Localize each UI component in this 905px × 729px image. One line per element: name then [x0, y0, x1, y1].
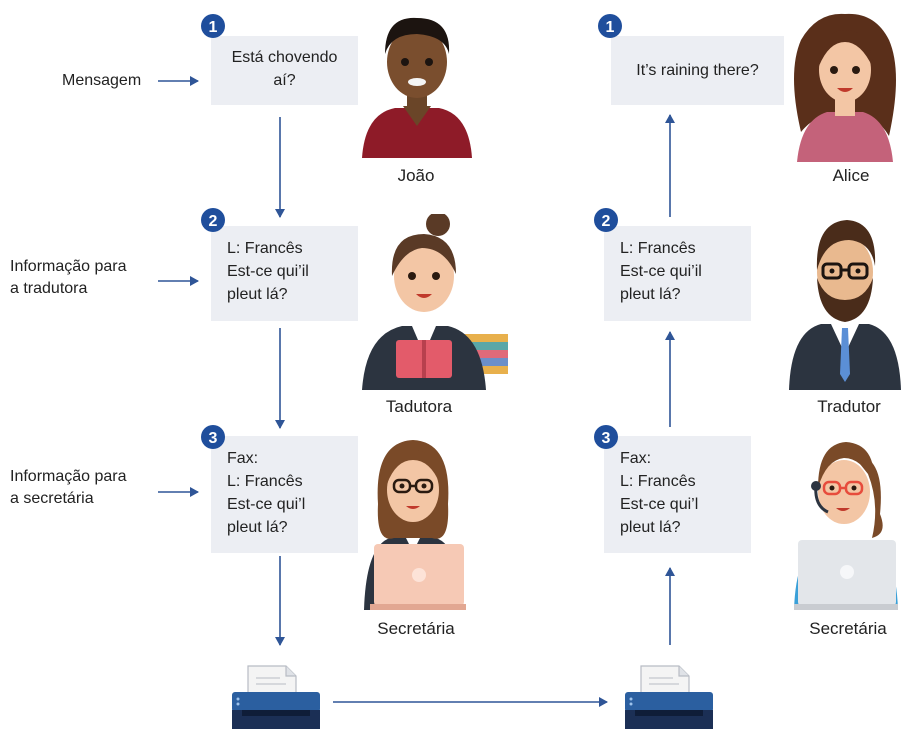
svg-text:2: 2 [602, 213, 611, 230]
step-badge-left-2: 2 [200, 207, 226, 233]
right-step2-box: L: Francês Est-ce qui’il pleut lá? [604, 226, 751, 321]
svg-text:2: 2 [209, 213, 218, 230]
label-info-secretary-line2: a secretária [10, 490, 94, 507]
caption-tradutor: Tradutor [817, 397, 881, 416]
step-badge-right-1: 1 [597, 13, 623, 39]
step-badge-right-2: 2 [593, 207, 619, 233]
label-info-secretary: Informação para a secretária [10, 466, 127, 510]
right-step3-line3: Est-ce qui’l [620, 496, 699, 513]
right-step3-box: Fax: L: Francês Est-ce qui’l pleut lá? [604, 436, 751, 553]
secretary-headset-avatar [794, 442, 898, 610]
right-step1-line1: It’s raining there? [636, 62, 759, 79]
left-step2-line2: Est-ce qui’il [227, 263, 309, 280]
left-step1-box: Está chovendo aí? [211, 36, 358, 105]
caption-tradutora: Tadutora [385, 397, 453, 416]
label-message: Mensagem [62, 70, 141, 92]
secretary-woman-avatar [364, 440, 466, 610]
caption-secretaria-right: Secretária [809, 619, 887, 638]
joao-avatar [362, 17, 472, 158]
label-info-translator-line1: Informação para [10, 258, 127, 275]
left-step3-line3: Est-ce qui’l [227, 496, 306, 513]
left-step2-box: L: Francês Est-ce qui’il pleut lá? [211, 226, 358, 321]
step-badge-left-3: 3 [200, 424, 226, 450]
right-step2-line2: Est-ce qui’il [620, 263, 702, 280]
right-step2-line3: pleut lá? [620, 286, 681, 303]
left-step2-line3: pleut lá? [227, 286, 288, 303]
right-step1-box: It’s raining there? [611, 36, 784, 105]
svg-text:1: 1 [606, 19, 615, 36]
right-step3-line4: pleut lá? [620, 519, 681, 536]
caption-alice: Alice [832, 166, 870, 185]
left-step3-box: Fax: L: Francês Est-ce qui’l pleut lá? [211, 436, 358, 553]
caption-secretaria-left: Secretária [377, 619, 455, 638]
left-step3-line1: Fax: [227, 450, 259, 467]
left-step3-line4: pleut lá? [227, 519, 288, 536]
svg-text:1: 1 [209, 19, 218, 36]
right-step3-line1: Fax: [620, 450, 652, 467]
translator-woman-avatar [362, 214, 508, 390]
translator-man-avatar [789, 220, 901, 390]
label-info-translator-line2: a tradutora [10, 280, 88, 297]
fax-machine-left-icon [232, 665, 320, 729]
right-step2-line1: L: Francês [620, 240, 696, 257]
label-info-translator: Informação para a tradutora [10, 256, 127, 300]
step-badge-right-3: 3 [593, 424, 619, 450]
left-step2-line1: L: Francês [227, 240, 303, 257]
label-info-secretary-line1: Informação para [10, 468, 127, 485]
svg-text:3: 3 [209, 430, 218, 447]
left-step1-line2: aí? [273, 72, 296, 89]
left-step3-line2: L: Francês [227, 473, 303, 490]
svg-text:3: 3 [602, 430, 611, 447]
right-step3-line2: L: Francês [620, 473, 696, 490]
caption-joao: João [397, 166, 435, 185]
label-message-text: Mensagem [62, 72, 142, 89]
fax-machine-right-icon [625, 665, 713, 729]
left-step1-line1: Está chovendo [231, 49, 338, 66]
step-badge-left-1: 1 [200, 13, 226, 39]
alice-avatar [794, 13, 896, 162]
